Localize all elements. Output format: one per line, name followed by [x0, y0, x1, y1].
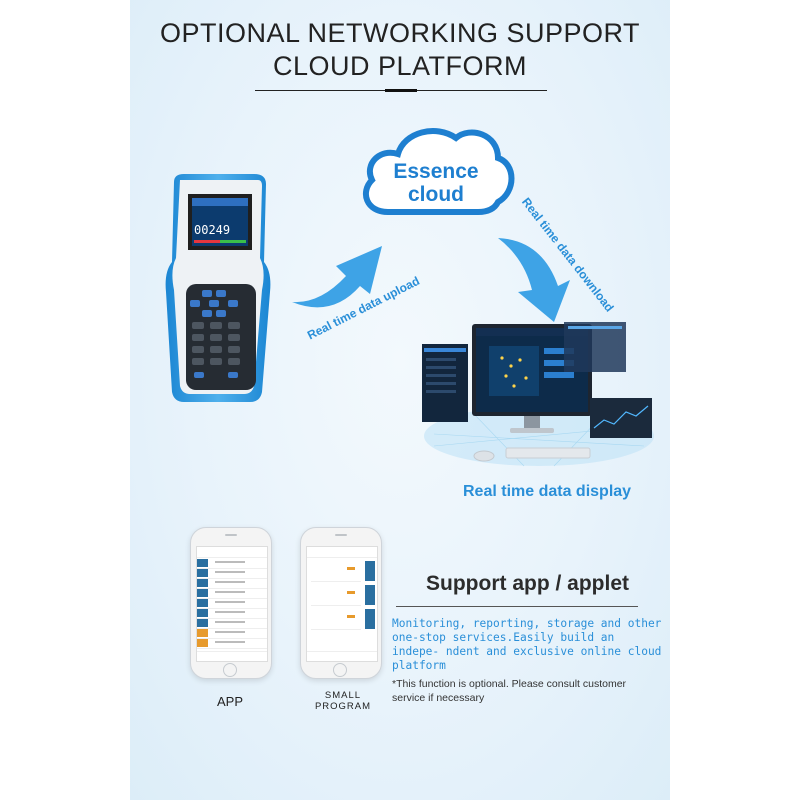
mini-program-phone-image	[300, 527, 382, 679]
title-divider-accent	[385, 89, 417, 92]
app-label: APP	[216, 694, 243, 709]
product-banner: OPTIONAL NETWORKING SUPPORT CLOUD PLATFO…	[130, 0, 670, 800]
display-label: Real time data display	[463, 483, 632, 500]
support-title: Support app / applet	[426, 572, 629, 595]
handheld-device-image: 00249	[165, 174, 271, 402]
app-phone-screen	[196, 546, 268, 662]
app-phone-image	[190, 527, 272, 679]
small-program-label-line-1: SMALL	[324, 690, 362, 701]
optional-note: *This function is optional. Please consu…	[392, 678, 627, 704]
download-arrow-icon	[498, 238, 570, 322]
cloud-name-line-2: cloud	[408, 183, 464, 206]
support-description: Monitoring, reporting, storage and other…	[392, 617, 662, 672]
support-divider	[396, 606, 638, 607]
small-program-label-line-2: PROGRAM	[314, 701, 372, 712]
cloud-icon	[362, 128, 515, 215]
upload-arrow-icon	[292, 246, 382, 308]
title-line-2: CLOUD PLATFORM	[272, 51, 528, 81]
cloud-name-line-1: Essence	[393, 160, 479, 183]
device-reading: 00249	[194, 223, 230, 237]
monitor-dashboard-image	[422, 322, 654, 467]
title-line-1: OPTIONAL NETWORKING SUPPORT	[159, 18, 641, 48]
mini-program-phone-screen	[306, 546, 378, 662]
small-program-label: SMALL PROGRAM	[308, 690, 378, 712]
